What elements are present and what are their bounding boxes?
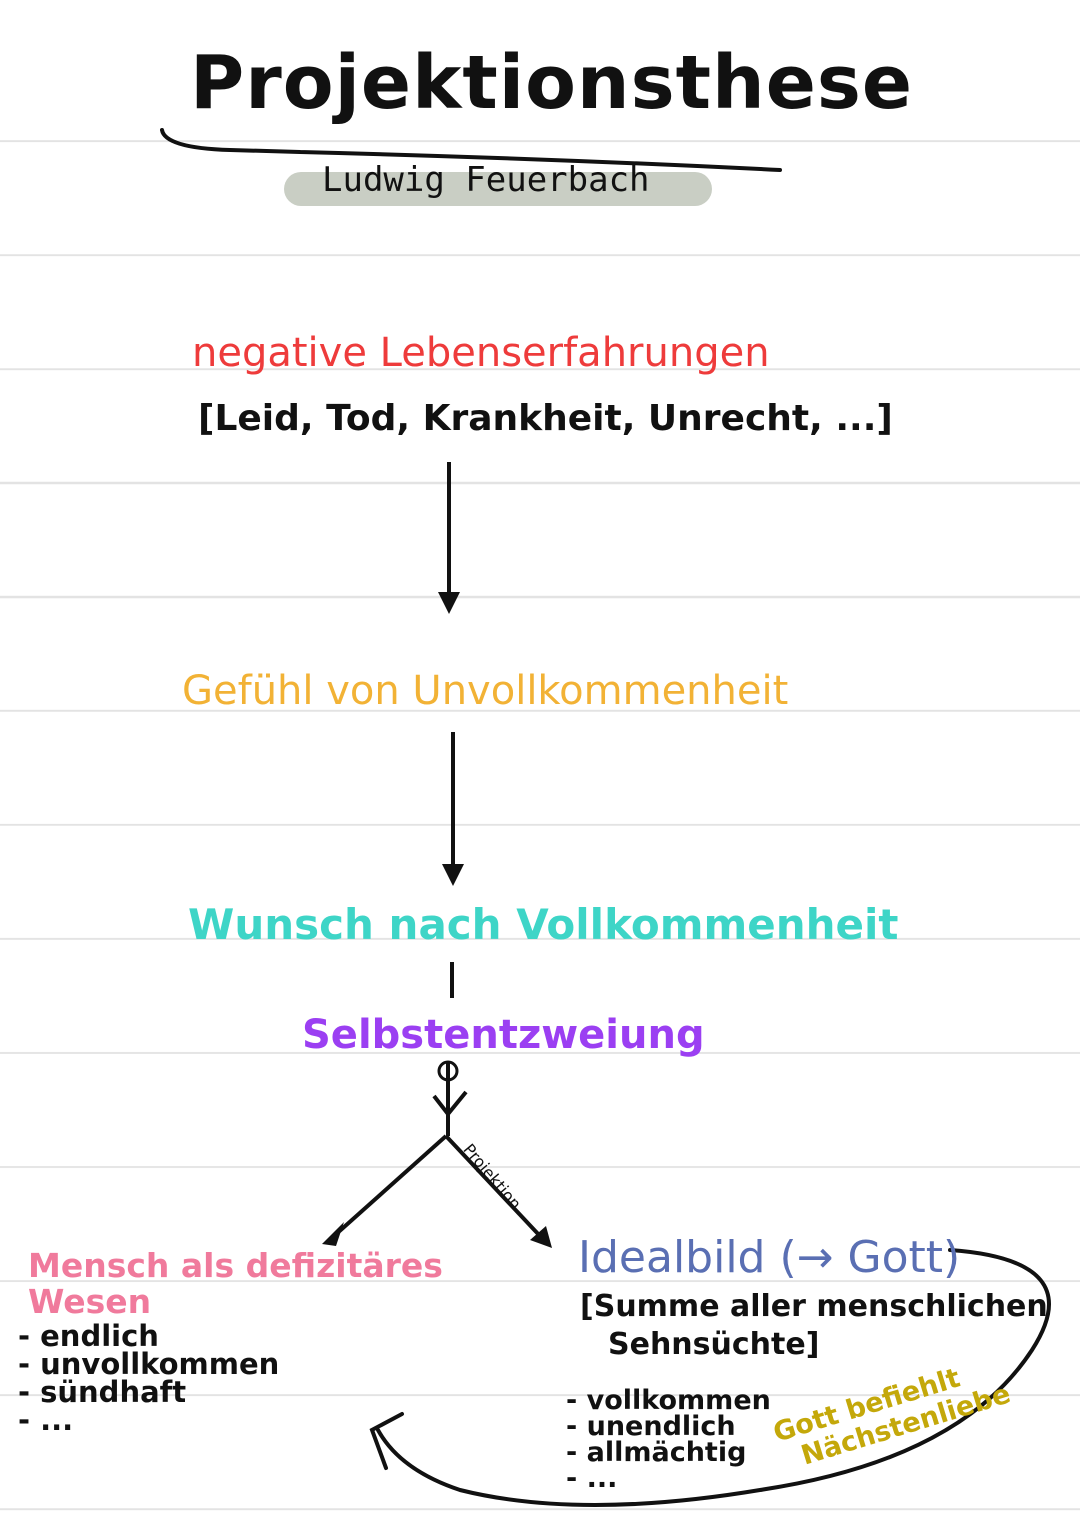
list-item: - endlich <box>18 1319 159 1353</box>
left-heading-line-1: Mensch als defizitäres <box>28 1246 443 1285</box>
step-feeling-imperfection: Gefühl von Unvollkommenheit <box>182 668 789 714</box>
return-arrow-head <box>369 1412 404 1470</box>
arrow-2-head <box>442 864 464 886</box>
left-heading-line-2: Wesen <box>28 1282 152 1321</box>
step-negative-experiences: negative Lebenserfahrungen <box>192 330 770 376</box>
right-branch-list: - vollkommen - unendlich - allmächtig - … <box>566 1385 771 1494</box>
right-branch-heading: Idealbild (→ Gott) <box>578 1232 961 1283</box>
step-negative-examples: [Leid, Tod, Krankheit, Unrecht, ...] <box>198 398 893 439</box>
list-item: - sündhaft <box>18 1375 187 1409</box>
list-item: - vollkommen <box>566 1385 771 1416</box>
step-wish-perfection: Wunsch nach Vollkommenheit <box>188 900 899 949</box>
list-item: - allmächtig <box>566 1437 747 1468</box>
branch-left-head <box>322 1222 344 1246</box>
return-arrow <box>376 1248 1051 1507</box>
list-item: - unendlich <box>566 1411 736 1442</box>
note-line-1: [Summe aller menschlichen <box>580 1289 1048 1324</box>
list-item: - unvollkommen <box>18 1347 280 1381</box>
subtitle: Ludwig Feuerbach <box>322 160 650 200</box>
page-title: Projektionsthese <box>190 40 914 126</box>
arrow-1-head <box>438 592 460 614</box>
branch-left <box>332 1134 448 1238</box>
note-line-2: Sehnsüchte] <box>608 1327 820 1362</box>
branch-right <box>444 1134 542 1238</box>
branch-right-head <box>530 1226 552 1248</box>
list-item: - ... <box>18 1403 74 1437</box>
left-branch-list: - endlich - unvollkommen - sündhaft - ..… <box>18 1319 280 1437</box>
left-branch-heading: Mensch als defizitäres Wesen <box>28 1248 443 1320</box>
right-branch-note: [Summe aller menschlichen Sehnsüchte] <box>580 1288 1048 1364</box>
step-self-division: Selbstentzweiung <box>302 1012 705 1058</box>
subtitle-highlight <box>284 172 712 206</box>
title-underline <box>160 128 782 172</box>
list-item: - ... <box>566 1463 618 1494</box>
